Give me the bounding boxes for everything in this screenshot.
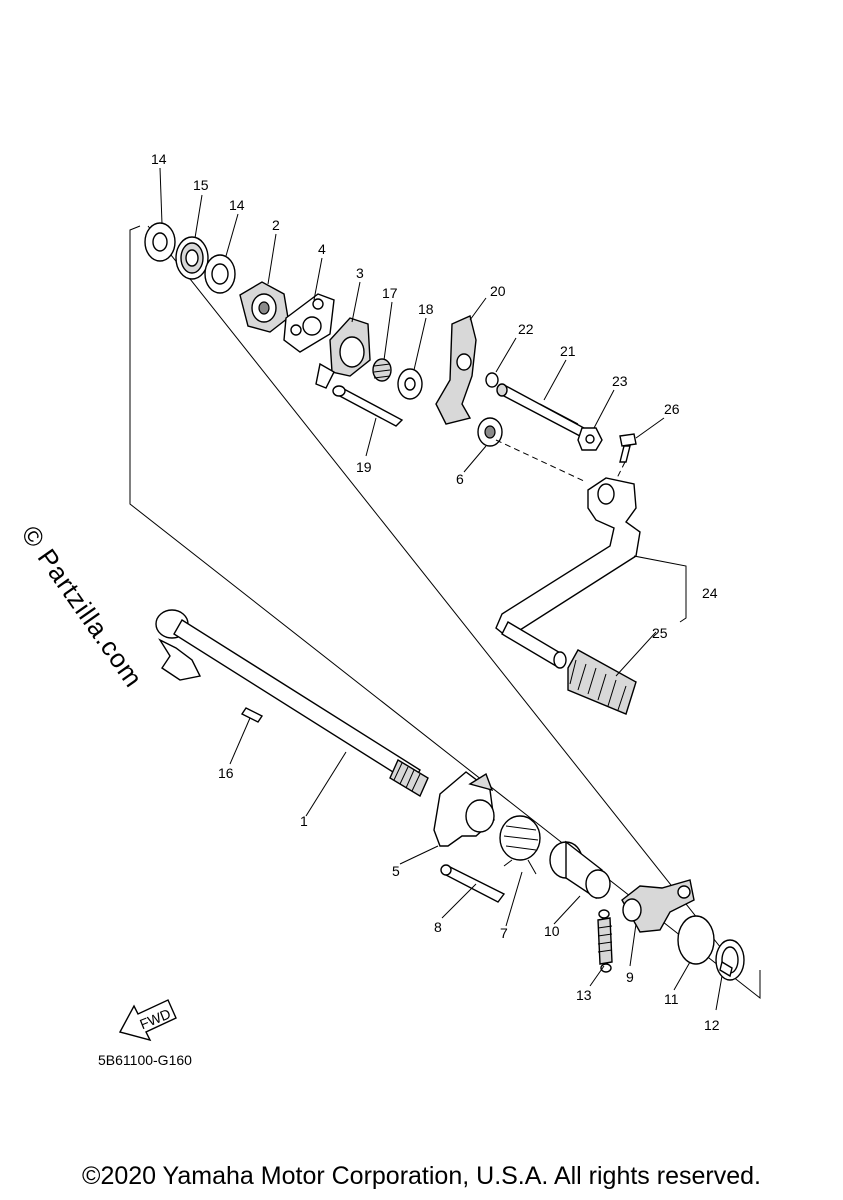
part-9-roller-lever: [621, 879, 695, 933]
callout-1: 1: [300, 813, 308, 829]
part-21-bolt: [496, 383, 585, 437]
callout-9: 9: [626, 969, 634, 985]
part-12-circlip: [715, 939, 745, 981]
callout-8: 8: [434, 919, 442, 935]
part-26-bolt: [619, 433, 637, 463]
callout-23: 23: [612, 373, 628, 389]
part-6-oil-seal: [477, 417, 503, 447]
callout-19: 19: [356, 459, 372, 475]
part-18-washer: [397, 368, 423, 400]
part-1-shift-shaft: [155, 609, 429, 798]
part-19-pin: [332, 385, 404, 427]
part-7-spring: [499, 815, 541, 875]
callout-11: 11: [664, 991, 679, 1007]
part-4-plate: [283, 293, 335, 353]
part-3-shift-guide: [315, 317, 371, 389]
part-23-nut: [577, 427, 603, 451]
part-13-spring: [597, 909, 613, 973]
part-24-shift-pedal: [495, 477, 641, 669]
callout-24: 24: [702, 585, 718, 601]
part-5-shift-lever: [433, 771, 495, 847]
part-16-pin: [240, 707, 264, 723]
callout-18: 18: [418, 301, 434, 317]
callout-6: 6: [456, 471, 464, 487]
part-22-circlip: [485, 372, 499, 388]
callout-21: 21: [560, 343, 576, 359]
callout-labels: 14 15 14 2 4 3 17 18 20 22 21 23 26 19 6…: [151, 151, 720, 1033]
callout-15: 15: [193, 177, 209, 193]
callout-7: 7: [500, 925, 508, 941]
callout-2: 2: [272, 217, 280, 233]
callout-12: 12: [704, 1017, 720, 1033]
part-17-spring: [372, 358, 392, 382]
part-14-upper-washer: [144, 222, 176, 262]
part-15-bearing: [175, 236, 209, 280]
callout-17: 17: [382, 285, 398, 301]
callout-14a: 14: [151, 151, 167, 167]
callout-26: 26: [664, 401, 680, 417]
callout-5: 5: [392, 863, 400, 879]
callout-16: 16: [218, 765, 234, 781]
assembly-frame: [129, 225, 761, 1000]
callout-3: 3: [356, 265, 364, 281]
part-25-pedal-rubber: [567, 649, 637, 715]
part-2-segment: [239, 281, 289, 333]
part-11-washer: [677, 915, 715, 965]
part-14-lower-washer: [204, 254, 236, 294]
callout-20: 20: [490, 283, 506, 299]
callout-10: 10: [544, 923, 560, 939]
callout-13: 13: [576, 987, 592, 1003]
leader-lines: [159, 167, 723, 1011]
copyright-notice: ©2020 Yamaha Motor Corporation, U.S.A. A…: [82, 1162, 761, 1190]
diagram-code: 5B61100-G160: [98, 1052, 192, 1068]
part-8-pin: [440, 864, 506, 903]
part-10-collar: [549, 840, 611, 900]
callout-14b: 14: [229, 197, 245, 213]
part-20-stopper-lever: [435, 315, 477, 425]
callout-4: 4: [318, 241, 326, 257]
callout-22: 22: [518, 321, 534, 337]
callout-25: 25: [652, 625, 668, 641]
fwd-arrow-icon: FWD: [118, 999, 177, 1042]
